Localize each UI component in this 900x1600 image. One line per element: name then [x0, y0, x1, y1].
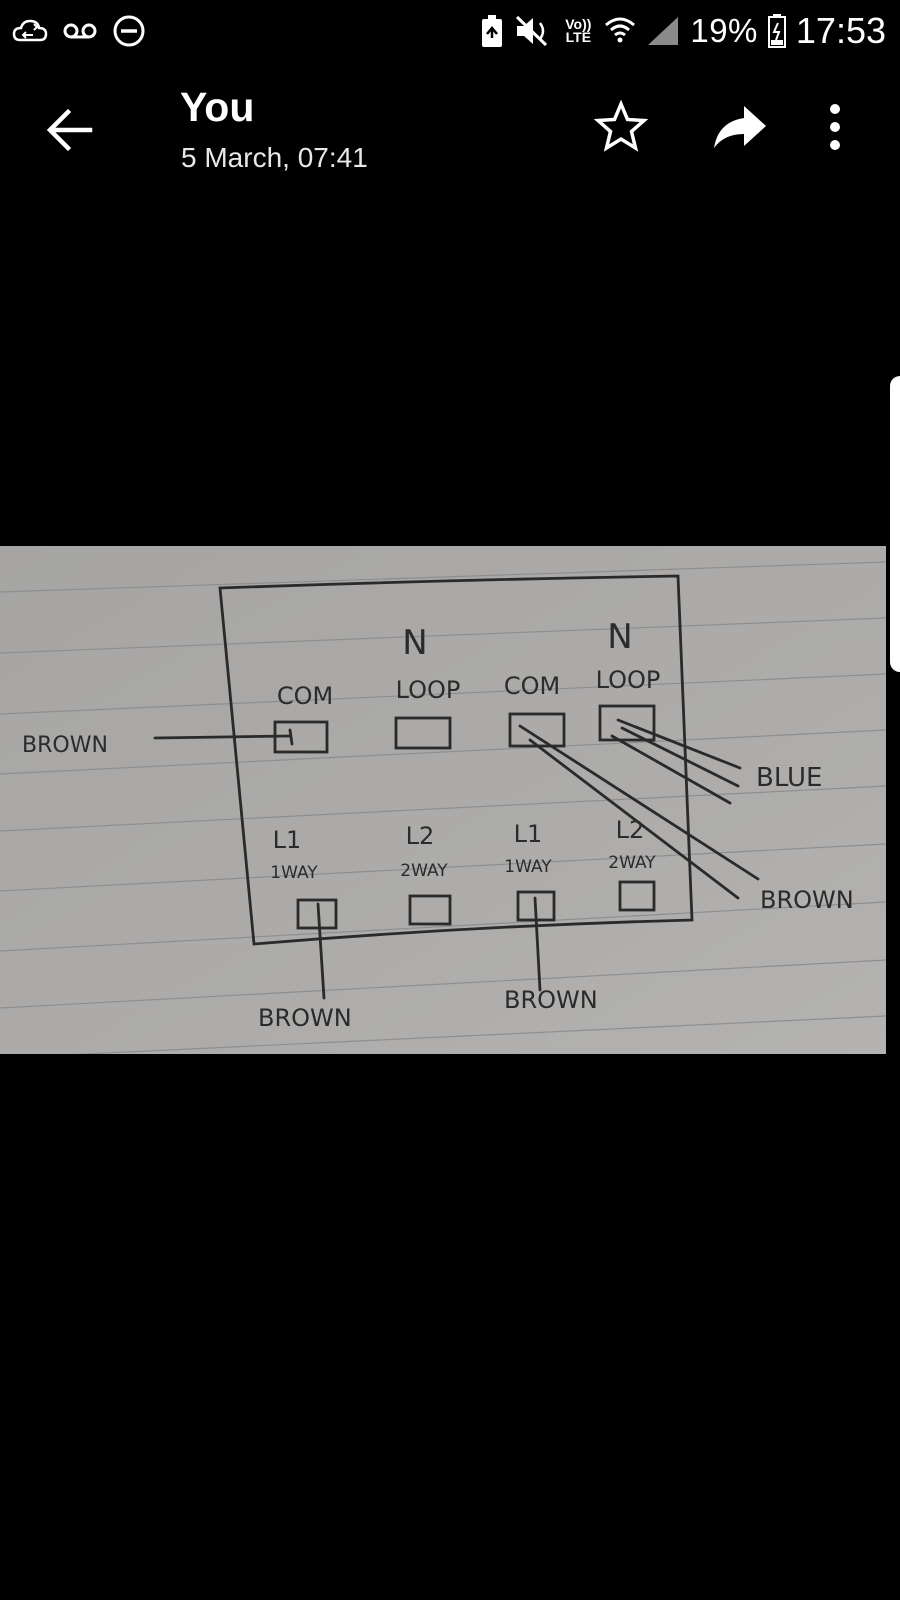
label-1way-2: 1WAY	[504, 857, 552, 877]
status-bar: Vo)) LTE 19% 17:53	[0, 0, 900, 64]
label-loop-1: LOOP	[396, 676, 461, 704]
label-2way-2: 2WAY	[608, 853, 656, 873]
wire-left-brown	[153, 734, 292, 740]
label-wire-left: BROWN	[22, 733, 108, 758]
battery-saver-icon	[482, 15, 503, 47]
label-wire-bottom-left: BROWN	[258, 1004, 352, 1032]
voicemail-icon	[63, 23, 97, 39]
wifi-icon	[605, 17, 636, 43]
volte-top: Vo))	[565, 16, 592, 32]
ruled-lines	[0, 561, 886, 1054]
more-vert-icon[interactable]	[820, 100, 850, 154]
wire-bottom-right-brown	[533, 896, 542, 992]
sender-title: You	[180, 84, 255, 130]
label-l2-2: L2	[616, 816, 645, 844]
terminal-l2-2way-1	[408, 894, 452, 926]
label-l1-2: L1	[514, 820, 543, 848]
label-l1-1: L1	[273, 826, 302, 854]
paper	[0, 546, 886, 1054]
wire-brown-2	[528, 738, 740, 900]
app-toolbar: You 5 March, 07:41	[0, 64, 900, 204]
label-com-1: COM	[277, 682, 333, 710]
wire-bottom-left-brown	[316, 902, 326, 1000]
label-wire-brown-right: BROWN	[760, 886, 854, 914]
message-timestamp: 5 March, 07:41	[181, 142, 368, 173]
wiring-diagram-photo[interactable]: N N COM LOOP COM LOOP L1 L2 L1 L2 1WAY 2…	[0, 546, 886, 1054]
ink-drawing	[153, 574, 760, 1000]
wire-brown-1	[518, 724, 760, 881]
star-icon[interactable]	[594, 100, 648, 154]
label-wire-bottom-right: BROWN	[504, 986, 598, 1014]
battery-percent: 19%	[690, 12, 758, 49]
label-1way-1: 1WAY	[270, 863, 318, 883]
terminal-loop-1	[394, 716, 452, 750]
back-arrow-icon[interactable]	[42, 102, 98, 158]
terminal-loop-2	[598, 704, 656, 742]
label-com-2: COM	[504, 672, 560, 700]
label-n-1: N	[402, 623, 427, 663]
cloud-sync-icon	[12, 19, 48, 42]
do-not-disturb-icon	[113, 15, 145, 47]
wire-blue-1	[616, 718, 742, 770]
battery-icon	[767, 14, 786, 48]
terminal-l2-2way-2	[618, 880, 656, 912]
label-2way-1: 2WAY	[400, 861, 448, 881]
volte-bottom: LTE	[565, 29, 592, 45]
mute-icon	[516, 15, 548, 47]
wire-blue-3	[610, 734, 732, 805]
signal-icon	[648, 17, 679, 45]
clock: 17:53	[795, 10, 886, 51]
label-l2-1: L2	[406, 822, 435, 850]
label-wire-blue: BLUE	[756, 763, 823, 793]
switch-plate-outline	[218, 574, 694, 946]
label-loop-2: LOOP	[596, 666, 661, 694]
terminal-l1-1way-1	[296, 898, 338, 930]
wire-blue-2	[620, 726, 740, 788]
share-icon[interactable]	[710, 100, 770, 154]
edge-panel-handle[interactable]	[890, 376, 900, 672]
label-n-2: N	[607, 617, 632, 657]
volte-icon: Vo)) LTE	[562, 16, 594, 45]
